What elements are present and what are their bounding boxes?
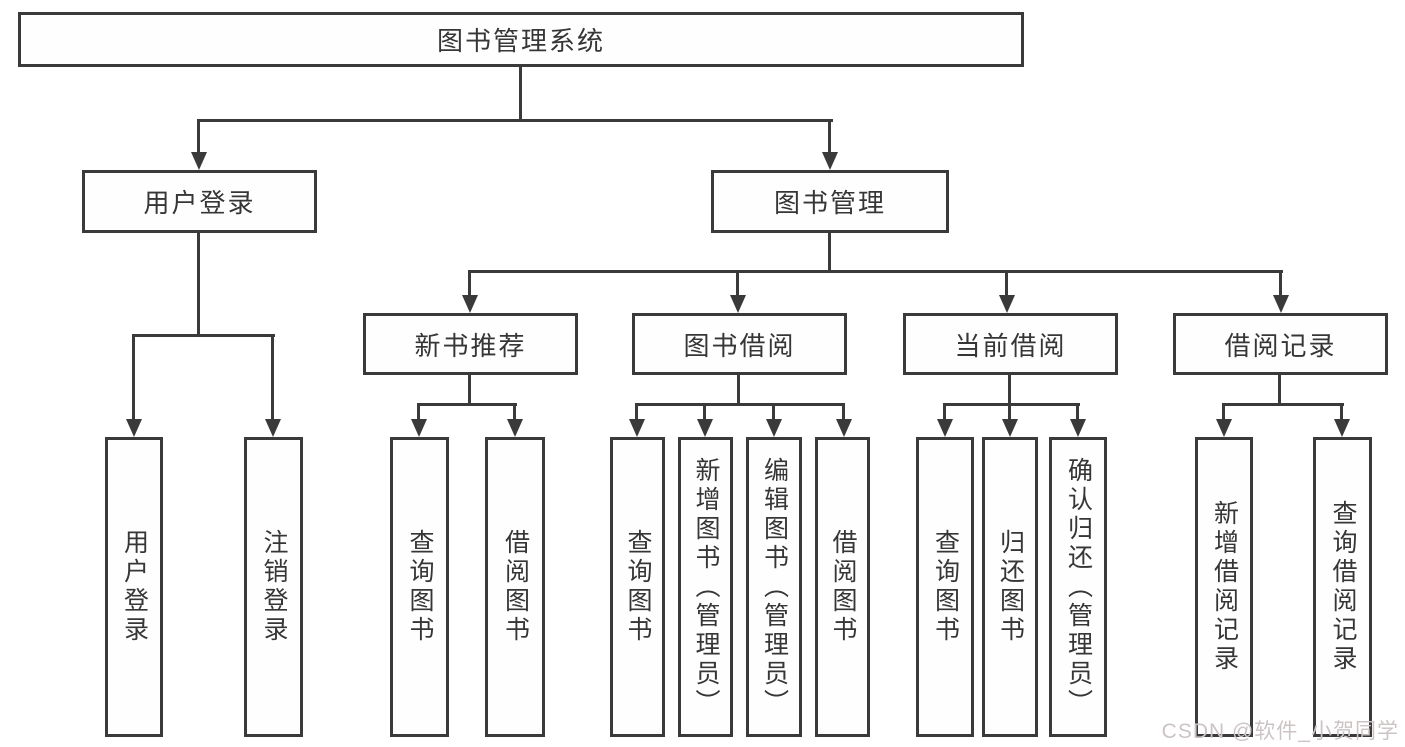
node-label: 借阅记录 bbox=[1224, 330, 1337, 361]
leaf-return-books: 归还图书 bbox=[982, 437, 1038, 737]
arrow-down-icon bbox=[730, 295, 746, 313]
node-label: 编辑图书（管理员） bbox=[760, 456, 789, 718]
connector-group-stem bbox=[1008, 375, 1011, 406]
connector-stem-group bbox=[468, 270, 471, 297]
connector-stem-group bbox=[1279, 270, 1282, 297]
connector-group-stem bbox=[468, 375, 471, 406]
node-label: 借阅图书 bbox=[829, 529, 857, 645]
connector-stem-leaf bbox=[943, 403, 946, 421]
node-user-login: 用户登录 bbox=[82, 170, 317, 233]
leaf-query-borrow-record: 查询借阅记录 bbox=[1313, 437, 1372, 737]
arrow-down-icon bbox=[462, 295, 478, 313]
arrow-down-icon bbox=[507, 419, 523, 437]
arrow-down-icon bbox=[766, 419, 782, 437]
node-label: 确认归还（管理员） bbox=[1064, 456, 1093, 718]
leaf-query-books-recommend: 查询图书 bbox=[390, 437, 449, 737]
node-label: 注销登录 bbox=[260, 529, 288, 645]
connector-group-bracket bbox=[1222, 403, 1344, 406]
leaf-logout: 注销登录 bbox=[244, 437, 303, 737]
connector-book-management-bracket bbox=[468, 270, 1283, 273]
connector-stem-group bbox=[1005, 270, 1008, 297]
arrow-down-icon bbox=[126, 419, 142, 437]
connector-group-stem bbox=[1278, 375, 1281, 406]
connector-stem-leaf bbox=[635, 403, 638, 421]
node-new-book-recommendation: 新书推荐 bbox=[363, 313, 578, 375]
connector-stem-leaf bbox=[1340, 403, 1343, 421]
leaf-edit-book-admin: 编辑图书（管理员） bbox=[746, 437, 802, 737]
connector-stem-leaf bbox=[513, 403, 516, 421]
arrow-down-icon bbox=[999, 295, 1015, 313]
arrow-down-icon bbox=[937, 419, 953, 437]
connector-user-login-stem bbox=[197, 233, 200, 337]
connector-stem-leaf bbox=[772, 403, 775, 421]
connector-stem-leaf bbox=[417, 403, 420, 421]
node-book-borrowing: 图书借阅 bbox=[632, 313, 847, 375]
leaf-add-book-admin: 新增图书（管理员） bbox=[678, 437, 733, 737]
arrow-down-icon bbox=[697, 419, 713, 437]
node-label: 用户登录 bbox=[120, 529, 149, 645]
node-label: 图书管理系统 bbox=[436, 26, 605, 56]
arrow-down-icon bbox=[836, 419, 852, 437]
arrow-down-icon bbox=[1273, 295, 1289, 313]
connector-stem-leaf bbox=[842, 403, 845, 421]
node-label: 新增图书（管理员） bbox=[692, 456, 720, 718]
connector-stem-group bbox=[736, 270, 739, 297]
connector-group-bracket bbox=[635, 403, 845, 406]
arrow-down-icon bbox=[1216, 419, 1232, 437]
connector-book-management-stem bbox=[828, 233, 831, 273]
connector-stem-leaf bbox=[271, 334, 274, 421]
connector-user-login-bracket bbox=[132, 334, 275, 337]
leaf-query-books-current: 查询图书 bbox=[916, 437, 974, 737]
connector-stem-user-login bbox=[197, 119, 200, 155]
node-library-management-system: 图书管理系统 bbox=[18, 12, 1024, 67]
arrow-down-icon bbox=[191, 152, 207, 170]
csdn-watermark: CSDN @软件_小贺同学 bbox=[1161, 720, 1399, 743]
connector-stem-leaf bbox=[703, 403, 706, 421]
node-label: 图书管理 bbox=[773, 188, 886, 218]
node-label: 查询图书 bbox=[406, 529, 434, 645]
arrow-down-icon bbox=[629, 419, 645, 437]
connector-stem-leaf bbox=[132, 334, 135, 421]
connector-stem-leaf bbox=[1008, 403, 1011, 421]
node-book-management: 图书管理 bbox=[711, 170, 949, 233]
leaf-borrow-books-borrowing: 借阅图书 bbox=[815, 437, 870, 737]
connector-group-stem bbox=[737, 375, 740, 406]
leaf-query-books-borrowing: 查询图书 bbox=[610, 437, 665, 737]
node-label: 查询图书 bbox=[931, 529, 960, 645]
connector-group-bracket bbox=[417, 403, 517, 406]
leaf-confirm-return-admin: 确认归还（管理员） bbox=[1049, 437, 1107, 737]
node-label: 用户登录 bbox=[143, 188, 256, 218]
arrow-down-icon bbox=[822, 152, 838, 170]
node-label: 查询图书 bbox=[624, 529, 652, 645]
node-label: 当前借阅 bbox=[954, 330, 1067, 361]
connector-stem-leaf bbox=[1076, 403, 1079, 421]
connector-stem-book-management bbox=[828, 119, 831, 155]
connector-root-bracket bbox=[198, 119, 833, 122]
arrow-down-icon bbox=[1070, 419, 1086, 437]
node-label: 新增借阅记录 bbox=[1210, 500, 1239, 674]
node-label: 归还图书 bbox=[996, 529, 1025, 645]
node-label: 借阅图书 bbox=[501, 529, 530, 645]
node-borrowing-records: 借阅记录 bbox=[1173, 313, 1388, 375]
node-label: 图书借阅 bbox=[683, 330, 796, 361]
node-label: 新书推荐 bbox=[414, 330, 527, 361]
connector-stem-leaf bbox=[1222, 403, 1225, 421]
node-label: 查询借阅记录 bbox=[1329, 500, 1357, 674]
arrow-down-icon bbox=[265, 419, 281, 437]
node-current-borrowing: 当前借阅 bbox=[903, 313, 1118, 375]
connector-group-bracket bbox=[943, 403, 1080, 406]
connector-root-stem bbox=[519, 67, 522, 120]
leaf-borrow-books-recommend: 借阅图书 bbox=[485, 437, 545, 737]
arrow-down-icon bbox=[1002, 419, 1018, 437]
leaf-user-login: 用户登录 bbox=[105, 437, 163, 737]
arrow-down-icon bbox=[1334, 419, 1350, 437]
leaf-add-borrow-record: 新增借阅记录 bbox=[1195, 437, 1253, 737]
arrow-down-icon bbox=[411, 419, 427, 437]
